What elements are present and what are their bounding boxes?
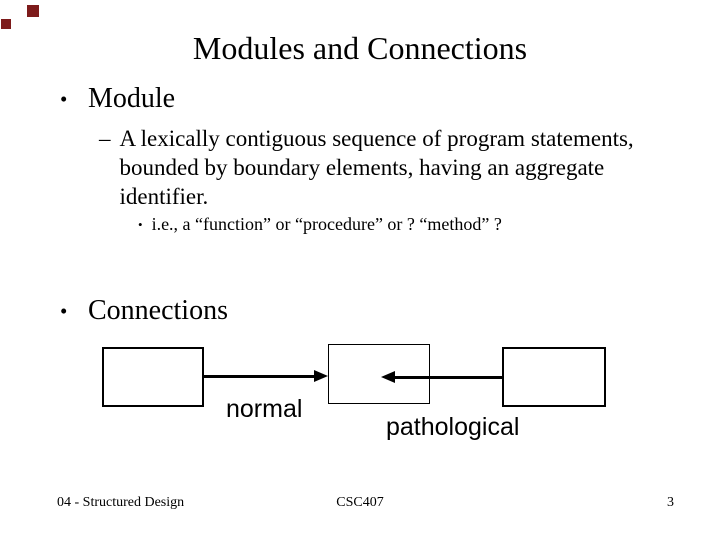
- definition-line-2: bounded by boundary elements, having an …: [119, 155, 605, 180]
- footer-course-code: CSC407: [336, 495, 384, 510]
- pathological-label: pathological: [386, 413, 520, 441]
- bullet-connections-label: Connections: [88, 295, 228, 326]
- dash-marker-icon: –: [99, 126, 111, 151]
- module-note-text: i.e., a “function” or “procedure” or ? “…: [151, 214, 502, 234]
- arrow-line: [394, 376, 502, 379]
- footer-deck-title: 04 - Structured Design: [57, 495, 185, 510]
- bullet-marker-icon: •: [60, 299, 68, 323]
- bullet-marker-icon: •: [60, 87, 68, 111]
- arrow-right-head-icon: [314, 370, 328, 382]
- module-box-right: [502, 347, 606, 407]
- decoration-square-small: [1, 19, 11, 29]
- module-box-middle: [328, 344, 430, 404]
- normal-label: normal: [226, 395, 303, 423]
- decoration-square-large: [27, 5, 39, 17]
- footer-page-number: 3: [667, 495, 674, 510]
- bullet-connections: • Connections: [60, 294, 228, 328]
- definition-line-1: A lexically contiguous sequence of progr…: [119, 126, 634, 151]
- sub-bullet-marker-icon: •: [138, 217, 143, 232]
- slide-title: Modules and Connections: [192, 30, 528, 66]
- definition-line-3: identifier.: [119, 184, 209, 209]
- bullet-module: • Module: [60, 82, 175, 116]
- module-definition: – A lexically contiguous sequence of pro…: [99, 124, 634, 211]
- module-note: • i.e., a “function” or “procedure” or ?…: [138, 212, 502, 237]
- module-box-left: [102, 347, 204, 407]
- bullet-module-label: Module: [88, 83, 176, 114]
- arrow-left-head-icon: [381, 371, 395, 383]
- arrow-line: [203, 375, 316, 378]
- module-definition-text: A lexically contiguous sequence of progr…: [120, 124, 634, 211]
